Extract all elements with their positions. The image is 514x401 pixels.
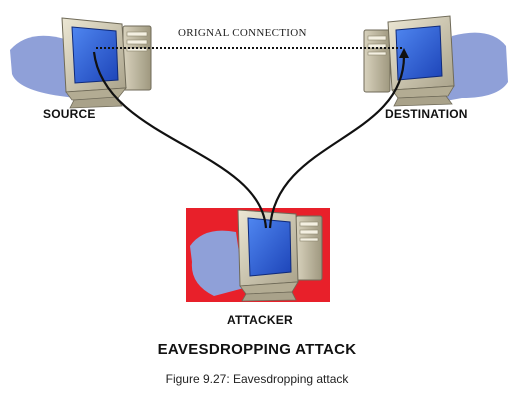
computer-icon — [363, 15, 455, 107]
attacker-screen — [247, 217, 292, 277]
destination-screen — [395, 25, 443, 81]
attacker-node — [186, 208, 330, 302]
source-label: SOURCE — [43, 107, 96, 121]
source-node — [10, 17, 152, 109]
attacker-to-destination-wire — [268, 55, 406, 229]
computer-icon — [61, 17, 152, 109]
attacker-label: ATTACKER — [227, 313, 293, 327]
destination-label: DESTINATION — [385, 107, 468, 121]
diagram-title: EAVESDROPPING ATTACK — [157, 341, 357, 358]
source-to-attacker-wire — [92, 51, 268, 229]
figure-caption: Figure 9.27: Eavesdropping attack — [165, 372, 349, 386]
destination-shadow — [440, 32, 508, 102]
original-connection-label: ORIGNAL CONNECTION — [178, 27, 307, 39]
destination-node — [363, 15, 508, 107]
computer-icon — [237, 209, 323, 302]
attacker-shadow — [190, 230, 244, 296]
destination-arrowhead — [399, 48, 409, 58]
